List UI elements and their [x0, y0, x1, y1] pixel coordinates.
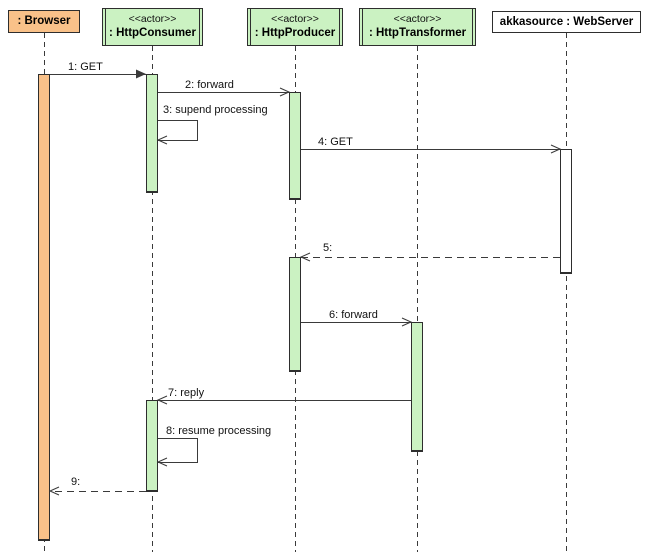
participant-box-http-producer: <<actor>> : HttpProducer: [247, 8, 343, 46]
message-3-label: 3: supend processing: [163, 104, 268, 116]
message-2-arrowhead: [279, 87, 291, 97]
message-4-arrowhead: [550, 144, 562, 154]
message-1-label: 1: GET: [68, 61, 103, 73]
message-9-label: 9:: [71, 476, 81, 488]
participant-stereotype: <<actor>>: [128, 12, 177, 25]
participant-name: : Browser: [17, 15, 71, 28]
participant-name: akkasource : WebServer: [499, 15, 634, 28]
participant-stereotype: <<actor>>: [271, 12, 319, 25]
message-9-arrowhead: [48, 486, 60, 496]
participant-name: : HttpConsumer: [109, 27, 196, 40]
browser-activation: [38, 74, 50, 541]
producer-activation-2: [289, 257, 301, 372]
transformer-activation: [411, 322, 423, 452]
participant-box-http-transformer: <<actor>> : HttpTransformer: [359, 8, 476, 46]
webserver-activation: [560, 149, 572, 274]
message-3-arrowhead: [156, 135, 168, 145]
message-6-arrowhead: [401, 317, 413, 327]
consumer-activation-1: [146, 74, 158, 193]
message-4-label: 4: GET: [318, 136, 353, 148]
message-6-label: 6: forward: [329, 309, 378, 321]
message-7-label: 7: reply: [168, 387, 205, 399]
message-1-arrowhead: [136, 69, 146, 79]
message-2-label: 2: forward: [185, 79, 234, 91]
participant-box-browser: : Browser: [8, 10, 80, 33]
participant-box-webserver: akkasource : WebServer: [492, 11, 641, 33]
message-5-label: 5:: [323, 242, 333, 254]
participant-box-http-consumer: <<actor>> : HttpConsumer: [102, 8, 203, 46]
message-7-arrowhead: [156, 395, 168, 405]
producer-activation-1: [289, 92, 301, 200]
message-8-label: 8: resume processing: [166, 425, 272, 437]
consumer-activation-2: [146, 400, 158, 492]
participant-name: : HttpProducer: [254, 27, 336, 40]
message-3-self-loop: [158, 120, 198, 141]
participant-name: : HttpTransformer: [368, 27, 467, 40]
message-5-arrowhead: [299, 252, 311, 262]
message-8-arrowhead: [156, 457, 168, 467]
message-8-self-loop: [158, 438, 198, 463]
participant-stereotype: <<actor>>: [393, 12, 442, 25]
